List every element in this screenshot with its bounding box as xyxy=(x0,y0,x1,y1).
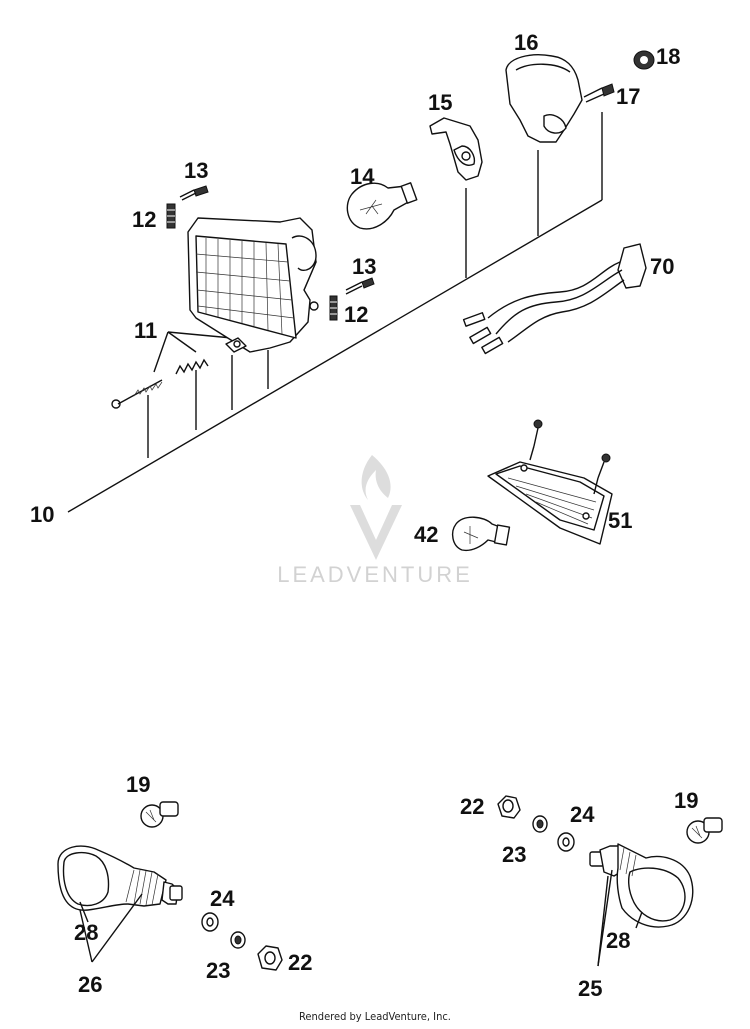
leaders-right-indicator xyxy=(597,869,643,967)
footer-credit: Rendered by LeadVenture, Inc. xyxy=(299,1010,451,1023)
callout-22-left: 22 xyxy=(288,950,312,975)
callout-17: 17 xyxy=(616,84,640,109)
callout-18: 18 xyxy=(656,44,680,69)
callout-23-right: 23 xyxy=(502,842,526,867)
callout-24-left: 24 xyxy=(210,886,235,911)
callout-26: 26 xyxy=(78,972,102,997)
callout-22-right: 22 xyxy=(460,794,484,819)
headlight-bulb-14 xyxy=(346,182,418,230)
washer-24-right xyxy=(557,832,575,852)
lockwasher-23-left xyxy=(230,931,246,949)
lockwasher-23-right xyxy=(532,815,548,833)
callout-13-lower: 13 xyxy=(352,254,376,279)
leaders-left-indicator xyxy=(79,893,143,963)
callout-51: 51 xyxy=(608,508,632,533)
clip-12-lower xyxy=(329,295,338,321)
callout-25: 25 xyxy=(578,976,602,1001)
callout-28-right: 28 xyxy=(606,928,630,953)
callout-13-upper: 13 xyxy=(184,158,208,183)
wiring-harness-70 xyxy=(462,243,647,355)
callout-42: 42 xyxy=(414,522,438,547)
callout-12-upper: 12 xyxy=(132,207,156,232)
washer-24-left xyxy=(201,912,219,932)
taillight-lens-51 xyxy=(487,461,613,545)
bulb-holder-15 xyxy=(429,117,483,181)
bulb-19-left xyxy=(140,801,179,828)
callout-16: 16 xyxy=(514,30,538,55)
callout-labels: 10 11 12 12 13 13 14 15 16 17 18 70 42 5… xyxy=(30,30,698,1001)
adjuster-parts-11 xyxy=(111,337,247,409)
screw-13-lower xyxy=(345,277,375,295)
callout-14: 14 xyxy=(350,164,375,189)
watermark-logo xyxy=(350,455,402,560)
clip-12-upper xyxy=(166,203,176,229)
screw-13-upper xyxy=(179,185,209,201)
callout-19-right: 19 xyxy=(674,788,698,813)
callout-12-lower: 12 xyxy=(344,302,368,327)
callout-19-left: 19 xyxy=(126,772,150,797)
taillight-screws xyxy=(529,419,611,495)
assembly-leader-lines xyxy=(67,112,603,513)
callout-23-left: 23 xyxy=(206,958,230,983)
indicator-28-left xyxy=(57,845,183,911)
callout-11: 11 xyxy=(134,318,157,343)
callout-70: 70 xyxy=(650,254,674,279)
bulb-19-right xyxy=(686,817,723,844)
grommet-18 xyxy=(633,50,655,70)
indicator-28-right xyxy=(589,843,694,928)
callout-10: 10 xyxy=(30,502,54,527)
headlight-unit xyxy=(187,217,319,353)
callout-24-right: 24 xyxy=(570,802,595,827)
headlight-cover-16 xyxy=(505,54,583,143)
nut-22-left xyxy=(257,945,283,971)
callout-28-left: 28 xyxy=(74,920,98,945)
callout-15: 15 xyxy=(428,90,452,115)
watermark-text: LEADVENTURE xyxy=(277,562,473,587)
screw-17 xyxy=(583,83,615,103)
nut-22-right xyxy=(497,795,521,819)
tail-bulb-42 xyxy=(451,516,511,552)
